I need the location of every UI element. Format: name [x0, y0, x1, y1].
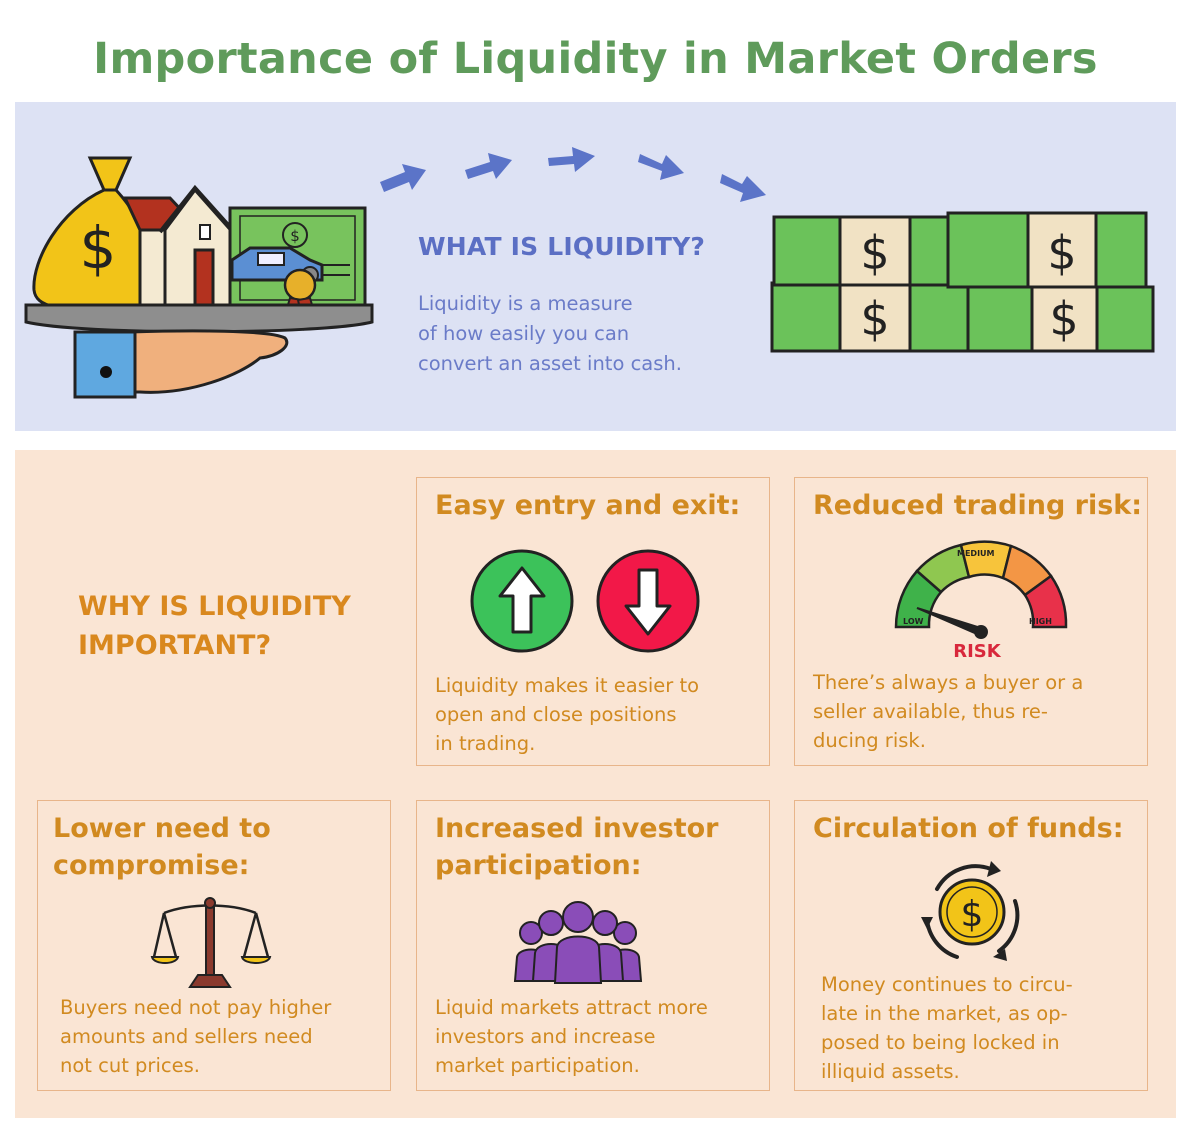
card-easy-entry-exit: Easy entry and exit: Liquidity makes it …	[416, 477, 770, 766]
card-title-line: Lower need to	[53, 813, 271, 844]
what-is-liquidity-heading: WHAT IS LIQUIDITY?	[418, 232, 706, 261]
card-text: Liquid markets attract more investors an…	[435, 993, 765, 1080]
svg-text:$: $	[860, 226, 889, 280]
card-title: Circulation of funds:	[813, 813, 1124, 844]
card-text: There’s always a buyer or a seller avail…	[813, 668, 1133, 755]
svg-text:$: $	[80, 214, 117, 282]
card-title-line: compromise:	[53, 850, 250, 881]
svg-text:$: $	[290, 227, 300, 245]
card-line: Liquid markets attract more	[435, 996, 708, 1019]
card-line: Money continues to circu-	[821, 973, 1073, 996]
card-line: not cut prices.	[60, 1054, 200, 1077]
card-line: in trading.	[435, 732, 536, 755]
gauge-risk-label: RISK	[953, 641, 1002, 662]
what-line: convert an asset into cash.	[418, 352, 682, 375]
arrow-right-icon	[380, 147, 766, 202]
card-lower-need-to-compromise: Lower need to compromise: Buyers need no…	[37, 800, 391, 1091]
card-line: Buyers need not pay higher	[60, 996, 332, 1019]
gauge-low-label: LOW	[903, 617, 924, 626]
card-text: Money continues to circu- late in the ma…	[821, 970, 1141, 1086]
svg-text:$: $	[961, 894, 984, 935]
card-line: ducing risk.	[813, 729, 926, 752]
card-line: posed to being locked in	[821, 1031, 1060, 1054]
card-line: late in the market, as op-	[821, 1002, 1068, 1025]
card-line: illiquid assets.	[821, 1060, 960, 1083]
arrow-up-circle-icon	[470, 549, 574, 653]
why-line: IMPORTANT?	[78, 630, 272, 661]
why-line: WHY IS LIQUIDITY	[78, 591, 351, 622]
svg-text:$: $	[1049, 292, 1078, 346]
card-increased-investor-participation: Increased investor participation: Liquid…	[416, 800, 770, 1091]
card-line: market participation.	[435, 1054, 640, 1077]
cash-stack-icon: $ $ $ $	[770, 211, 1155, 353]
coin-cycle-icon: $	[921, 861, 1020, 961]
card-line: amounts and sellers need	[60, 1025, 313, 1048]
card-line: investors and increase	[435, 1025, 656, 1048]
card-line: Liquidity makes it easier to	[435, 674, 700, 697]
card-text: Buyers need not pay higher amounts and s…	[60, 993, 380, 1080]
gauge-medium-label: MEDIUM	[957, 549, 995, 558]
page-title: Importance of Liquidity in Market Orders	[93, 34, 1098, 84]
what-line: Liquidity is a measure	[418, 292, 633, 315]
card-line: seller available, thus re-	[813, 700, 1048, 723]
what-is-liquidity-text: Liquidity is a measure of how easily you…	[418, 289, 748, 379]
card-title: Lower need to compromise:	[53, 810, 271, 884]
why-is-liquidity-heading: WHY IS LIQUIDITY IMPORTANT?	[78, 587, 378, 665]
card-title: Reduced trading risk:	[813, 490, 1143, 521]
arrow-down-circle-icon	[596, 549, 700, 653]
card-title-line: participation:	[435, 850, 642, 881]
card-title: Increased investor participation:	[435, 810, 718, 884]
assets-on-hand-icon: $ $	[24, 156, 374, 399]
gauge-high-label: HIGH	[1029, 617, 1052, 626]
card-title: Easy entry and exit:	[435, 490, 741, 521]
card-circulation-of-funds: Circulation of funds: $ Money continues …	[794, 800, 1148, 1091]
card-text: Liquidity makes it easier to open and cl…	[435, 671, 755, 758]
people-group-icon	[513, 901, 643, 984]
what-line: of how easily you can	[418, 322, 630, 345]
svg-text:$: $	[1047, 226, 1076, 280]
card-title-line: Increased investor	[435, 813, 719, 844]
card-line: open and close positions	[435, 703, 677, 726]
balance-scale-icon	[150, 897, 272, 988]
card-reduced-trading-risk: Reduced trading risk: LOW MEDIUM HIGH RI…	[794, 477, 1148, 766]
svg-text:$: $	[860, 292, 889, 346]
risk-gauge-icon: LOW MEDIUM HIGH RISK	[894, 540, 1068, 662]
card-line: There’s always a buyer or a	[813, 671, 1084, 694]
